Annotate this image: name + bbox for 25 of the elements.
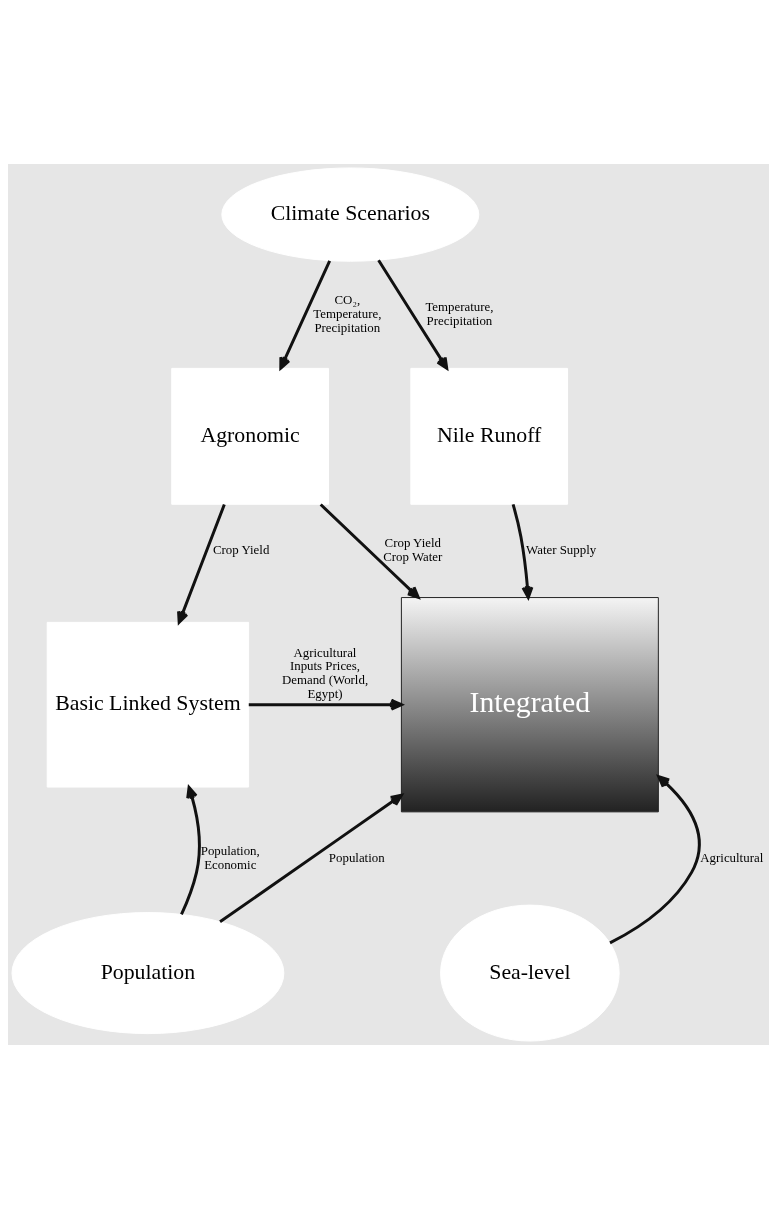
edge-label: Agricultural (700, 850, 764, 865)
node-box: Integrated (400, 597, 659, 813)
arrow (377, 259, 449, 370)
edge-label: Population (328, 850, 385, 865)
edge-label: Water Supply (526, 543, 597, 558)
arrow (180, 785, 201, 916)
edge-label: Population, Economic (200, 843, 260, 872)
arrow (319, 503, 420, 599)
edge-label: Crop Yield Crop Water (383, 536, 443, 565)
node-box: Basic Linked System (46, 621, 250, 788)
arrow (219, 793, 403, 923)
node-box: Nile Runoff (410, 367, 569, 505)
arrow (511, 503, 534, 599)
arrow (177, 504, 226, 624)
node-ellipse: Population (11, 912, 285, 1035)
edge-label: Crop Yield (212, 543, 270, 558)
edge-label: Temperature, Precipitation (425, 300, 494, 329)
arrow (248, 698, 403, 711)
node-ellipse: Sea-level (440, 904, 620, 1042)
arrow (609, 775, 701, 945)
edge-label: CO₂, Temperature, Precipitation (313, 293, 382, 336)
edge-label: Agricultural Inputs Prices, Demand (World, Egypt) (281, 645, 369, 702)
node-box: Agronomic (171, 367, 329, 505)
arrow (279, 260, 332, 370)
node-ellipse: Climate Scenarios (221, 167, 480, 262)
